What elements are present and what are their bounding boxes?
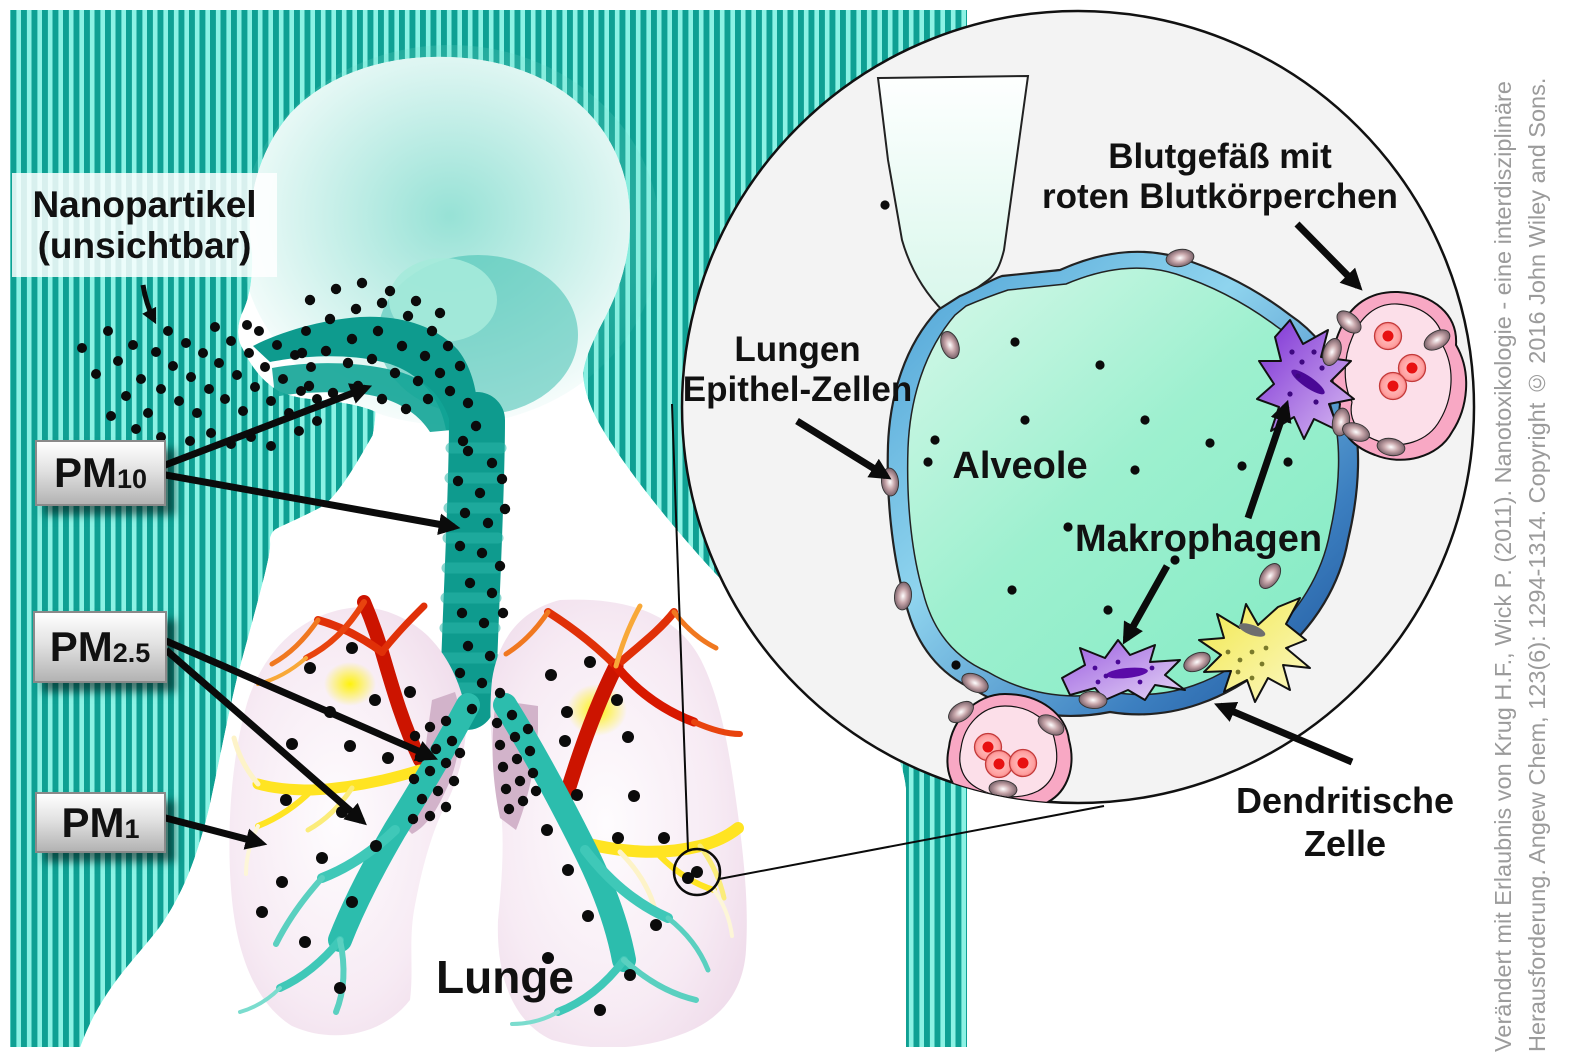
epithel-nuclei — [880, 248, 1351, 710]
blutgefaess-line2: roten Blutkörperchen — [1042, 177, 1398, 216]
alveolus-inset — [680, 9, 1476, 805]
nanopartikel-line1: Nanopartikel — [32, 183, 257, 225]
arrow-blutgefaess — [1294, 221, 1363, 291]
vessel-nuclei — [948, 310, 1451, 799]
arrow-makrophage-lower — [1122, 564, 1171, 645]
pm1-text: PM — [61, 798, 125, 846]
zoom-connector-upper — [671, 403, 689, 851]
pm25-text: PM — [49, 623, 113, 670]
right-hilum-particles — [491, 709, 542, 815]
blutgefaess-line1: Blutgefäß mit — [1108, 137, 1332, 176]
copyright-credit-line2: Herausforderung. Angew Chem, 123(6): 129… — [1524, 77, 1550, 1052]
right-lung-particles — [541, 656, 703, 1016]
dendritisch-label: Dendritische Zelle — [1215, 779, 1475, 865]
arrow-nanopartikel — [140, 284, 157, 325]
arrow-pm10-trachea — [159, 470, 461, 535]
red-blood-cells-bottom — [973, 732, 1038, 779]
nanopartikel-line2: (unsichtbar) — [37, 225, 252, 266]
red-blood-cells-top — [1373, 321, 1427, 401]
arrow-pm10-pharynx — [158, 383, 373, 471]
pm10-text: PM — [53, 449, 117, 496]
dendritisch-line2: Zelle — [1303, 823, 1387, 864]
arrow-makrophage-upper — [1244, 399, 1292, 520]
arrow-dendritisch — [1214, 701, 1354, 766]
arrow-epithel — [795, 418, 892, 480]
magnified-spot-circle — [672, 847, 722, 897]
nanopartikel-label: Nanopartikel (unsichtbar) — [12, 173, 277, 277]
arrow-pm1-periphery — [157, 812, 268, 850]
blutgefaess-label: Blutgefäß mit roten Blutkörperchen — [1040, 137, 1400, 217]
epithel-line2: Epithel-Zellen — [682, 370, 913, 409]
epithel-label: Lungen Epithel-Zellen — [670, 330, 925, 410]
lunge-label: Lunge — [436, 951, 574, 1003]
epithel-line1: Lungen — [734, 330, 861, 369]
makrophagen-label: Makrophagen — [1075, 518, 1323, 560]
airway-particles — [296, 277, 511, 715]
upper-airway-tract — [253, 255, 578, 432]
zoom-connector-lower — [718, 805, 1105, 880]
alveole-particles — [880, 200, 1293, 670]
right-airway-tree — [493, 603, 744, 1026]
copyright-credit-line1: Verändert mit Erlaubnis von Krug H.F., W… — [1490, 81, 1516, 1052]
dendritic-cell — [1198, 597, 1311, 703]
alveole-label: Alveole — [952, 445, 1088, 487]
arrow-pm25-hilum — [164, 637, 438, 761]
dendritisch-line1: Dendritische — [1235, 780, 1455, 821]
arrow-pm25-bronchiole — [163, 647, 367, 826]
trachea — [437, 392, 507, 730]
